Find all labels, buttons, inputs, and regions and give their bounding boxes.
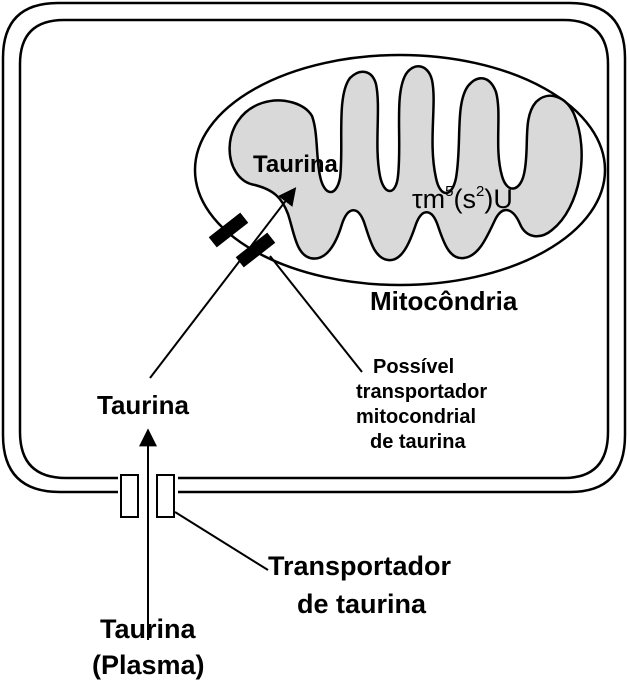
mitochondria-label: Mitocôndria xyxy=(370,286,518,316)
membrane-transporter-left xyxy=(121,475,138,517)
modified-uridine-label: τm5(s2)U xyxy=(412,183,513,214)
leader-membrane-transporter xyxy=(175,512,268,570)
cytosol-taurine-label: Taurina xyxy=(97,390,190,420)
membrane-transporter-label: Transportador de taurina xyxy=(268,551,459,619)
mito-taurine-label: Taurina xyxy=(253,151,339,178)
membrane-transporter-right xyxy=(157,475,174,517)
plasma-taurine-label: Taurina (Plasma) xyxy=(92,614,205,680)
possible-transporter-label: Possível transportador mitocondrial de t… xyxy=(356,356,493,453)
